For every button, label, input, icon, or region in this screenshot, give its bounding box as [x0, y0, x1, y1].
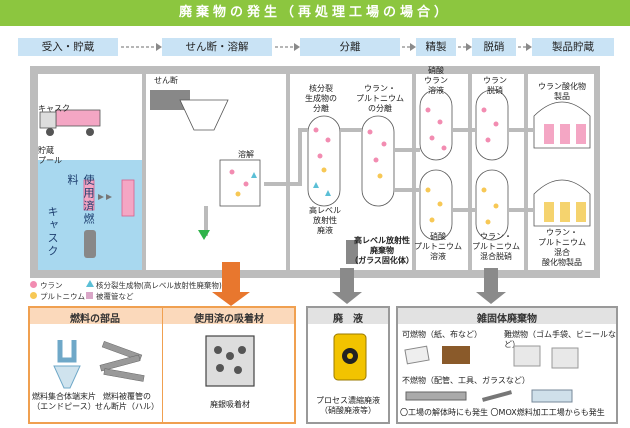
label-u-denitration: ウラン 脱硝	[483, 76, 507, 95]
liquid-waste-box: 廃 液 プロセス濃縮廃液 （硝酸廃液等）	[306, 306, 390, 424]
label-storage-pool: 貯蔵 プール	[38, 146, 62, 165]
legend-uranium: ウラン	[40, 281, 63, 290]
stage-separation: 分離	[300, 38, 400, 56]
legend-cladding: 被覆管など	[96, 292, 134, 301]
waste-arrows	[212, 262, 506, 306]
process-diagram	[30, 66, 600, 278]
legend: ウラン 核分裂生成物(高レベル放射性廃棄物) プルトニウム 被覆管など	[30, 280, 330, 302]
page-title: 廃棄物の発生（再処理工場の場合）	[0, 0, 630, 26]
noncombustible-label: 不燃物（配管、工具、ガラスなど）	[402, 376, 530, 385]
fuel-parts-title: 燃料の部品	[70, 314, 120, 325]
solid-waste-box: 燃料の部品 使用済の吸着材 燃料集合体端末片 （エンドピース） 燃料被覆管の せ…	[28, 306, 296, 424]
label-dissolve: 溶解	[238, 150, 254, 159]
legend-plutonium: プルトニウム	[40, 292, 85, 301]
label-shear: せん断	[154, 76, 178, 85]
combustible-items-icon	[404, 345, 579, 369]
liquid-waste-title: 廃 液	[333, 314, 363, 325]
noncombustible-items-icon	[405, 389, 573, 403]
hull-label: 燃料被覆管の せん断片（ハル）	[95, 392, 159, 411]
label-fp-separation: 核分裂 生成物の 分離	[305, 84, 337, 113]
stage-arrows	[121, 43, 532, 51]
legend-fp: 核分裂生成物(高レベル放射性廃棄物)	[96, 281, 222, 290]
misc-note: 〇工場の解体時にも発生 〇MOX燃料加工工場からも発生	[400, 408, 605, 417]
process-liquid-label: プロセス濃縮廃液 （硝酸廃液等）	[316, 396, 380, 415]
truck-icon	[39, 109, 101, 136]
label-vitrified-waste: 高レベル放射性 廃棄物 （ガラス固化体）	[350, 236, 414, 265]
label-cask-top: キャスク	[38, 104, 70, 113]
stage-product-storage: 製品貯蔵	[532, 38, 614, 56]
legend-fp-triangle-icon	[86, 280, 94, 287]
adsorbent-vessel-icon	[205, 335, 255, 387]
label-hlw: 高レベル 放射性 廃液	[309, 206, 341, 235]
label-mixed-denitration: ウラン・ プルトニウム 混合脱硝	[472, 232, 520, 261]
stage-purification: 精製	[416, 38, 456, 56]
label-cask-side: キャスク	[46, 206, 59, 258]
used-adsorbent-title: 使用済の吸着材	[194, 314, 264, 325]
endpiece-hull-icon	[53, 340, 145, 389]
misc-waste-title: 雑固体廃棄物	[477, 314, 537, 325]
legend-uranium-dot-icon	[30, 281, 37, 288]
label-pu-nitrate: 硝酸 プルトニウム 溶液	[414, 232, 462, 261]
radiation-drum-icon	[333, 333, 367, 381]
flame-retardant-label: 難燃物（ゴム手袋、ビニールなど）	[504, 330, 616, 349]
stage-receive: 受入・貯蔵	[18, 38, 118, 56]
misc-solid-waste-box: 雑固体廃棄物 可燃物（紙、布など） 難燃物（ゴム手袋、ビニールなど） 不燃物（配…	[396, 306, 618, 424]
label-uranyl-nitrate: 硝酸 ウラン 溶液	[424, 66, 448, 95]
label-used-fuel: 使用済燃料	[66, 174, 95, 226]
stage-shear-dissolve: せん断・溶解	[162, 38, 272, 56]
stage-denitration: 脱硝	[472, 38, 516, 56]
endpiece-label: 燃料集合体端末片 （エンドピース）	[32, 392, 96, 411]
combustible-label: 可燃物（紙、布など）	[402, 330, 482, 339]
waste-adsorbent-label: 廃銀吸着材	[210, 400, 250, 409]
legend-plutonium-dot-icon	[30, 292, 37, 299]
legend-cladding-square-icon	[86, 292, 93, 299]
label-u-pu-separation: ウラン・ プルトニウム の分離	[356, 84, 404, 113]
label-uo2-product: ウラン酸化物 製品	[538, 82, 586, 101]
label-mox-product: ウラン・ プルトニウム 混合 酸化物製品	[538, 228, 586, 267]
waste-out-arrow	[198, 230, 210, 240]
